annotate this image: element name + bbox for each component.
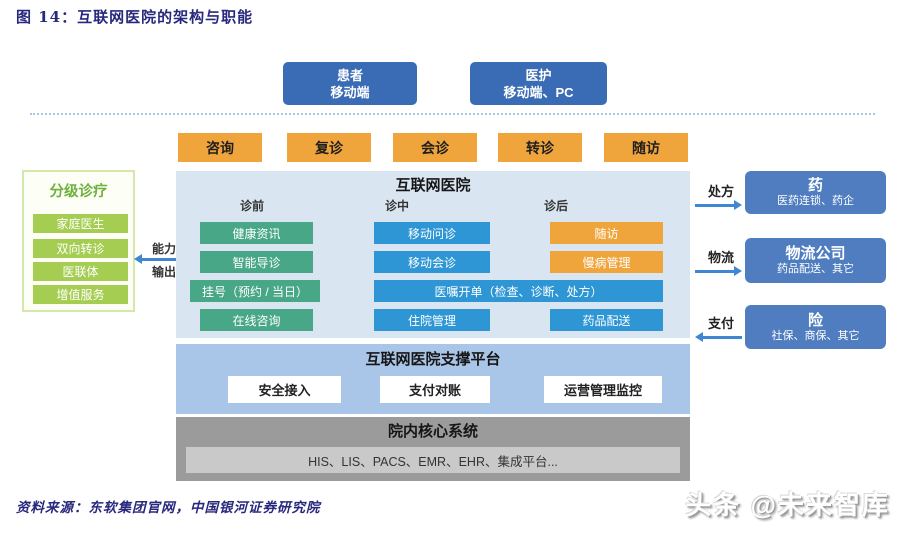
support-platform-title: 互联网医院支撑平台	[365, 351, 501, 368]
post-item-followup: 随访	[550, 222, 663, 244]
internet-hospital-title: 互联网医院	[395, 177, 471, 194]
partner-logistics-title: 物流公司	[785, 245, 846, 262]
arrow-line	[695, 203, 734, 207]
figure-title: 图 14：互联网医院的架构与职能	[16, 8, 254, 26]
service-box-consult: 咨询	[178, 133, 262, 162]
dashed-separator	[30, 113, 875, 115]
prescription-arrow	[695, 200, 742, 210]
arrow-right-icon	[734, 200, 742, 210]
figure-source: 资料来源：东软集团官网，中国银河证券研究院	[16, 500, 321, 516]
partner-box-logistics: 物流公司 药品配送、其它	[745, 238, 886, 283]
pre-item-smart-triage: 智能导诊	[200, 251, 313, 273]
core-systems-title: 院内核心系统	[387, 423, 478, 440]
patient-client-name: 患者	[336, 67, 363, 83]
hierarchical-item-value-added: 增值服务	[33, 285, 128, 304]
watermark: 头条 @未来智库	[685, 490, 890, 520]
partner-box-insurance: 险 社保、商保、其它	[745, 305, 886, 349]
pre-item-health-info: 健康资讯	[200, 222, 313, 244]
hierarchical-item-family-doctor: 家庭医生	[33, 214, 128, 233]
core-systems-list: HIS、LIS、PACS、EMR、EHR、集成平台...	[186, 447, 680, 473]
pre-item-registration: 挂号（预约 / 当日）	[190, 280, 320, 302]
flow-label-prescription: 处方	[707, 184, 734, 199]
patient-client-box: 患者 移动端	[283, 62, 417, 105]
partner-pharma-subtitle: 医药连锁、药企	[777, 195, 854, 207]
capability-arrow-label-bottom: 输出	[151, 265, 176, 279]
pre-item-online-consult: 在线咨询	[200, 309, 313, 331]
partner-insurance-subtitle: 社保、商保、其它	[771, 329, 860, 342]
arrow-left-icon	[695, 332, 703, 342]
post-item-chronic-mgmt: 慢病管理	[550, 251, 663, 273]
capability-output-arrow	[134, 254, 180, 264]
hierarchical-care-panel: 分级诊疗 家庭医生 双向转诊 医联体 增值服务	[22, 170, 135, 312]
arrow-line	[695, 269, 734, 273]
mid-item-mobile-inquiry: 移动问诊	[374, 222, 490, 244]
service-box-followup: 随访	[604, 133, 688, 162]
arrow-left-icon	[134, 254, 142, 264]
logistics-arrow	[695, 266, 742, 276]
service-box-joint-consult: 会诊	[393, 133, 477, 162]
support-platform-panel: 互联网医院支撑平台 安全接入 支付对账 运营管理监控	[176, 344, 690, 414]
flow-label-logistics: 物流	[707, 250, 734, 265]
mid-item-inpatient-mgmt: 住院管理	[374, 309, 490, 331]
staff-client-name: 医护	[525, 67, 552, 83]
platform-item-payment-reconciliation: 支付对账	[380, 376, 490, 403]
staff-client-channel: 移动端、PC	[503, 84, 574, 100]
internet-hospital-panel: 互联网医院 诊前 诊中 诊后 健康资讯 智能导诊 挂号（预约 / 当日） 在线咨…	[176, 171, 690, 338]
staff-client-box: 医护 移动端、PC	[470, 62, 607, 105]
partner-insurance-title: 险	[807, 311, 823, 329]
arrow-line	[703, 335, 742, 339]
service-box-referral: 转诊	[498, 133, 582, 162]
hierarchical-care-title: 分级诊疗	[49, 184, 108, 200]
mid-item-medical-orders: 医嘱开单（检查、诊断、处方）	[374, 280, 663, 302]
partner-box-pharma: 药 医药连锁、药企	[745, 171, 886, 214]
core-systems-panel: 院内核心系统 HIS、LIS、PACS、EMR、EHR、集成平台...	[176, 417, 690, 481]
partner-pharma-title: 药	[807, 177, 823, 194]
stage-label-pre: 诊前	[239, 199, 264, 213]
stage-label-mid: 诊中	[384, 199, 409, 213]
patient-client-channel: 移动端	[330, 84, 370, 100]
mid-item-mobile-consult: 移动会诊	[374, 251, 490, 273]
service-box-revisit: 复诊	[287, 133, 371, 162]
post-item-drug-delivery: 药品配送	[550, 309, 663, 331]
hierarchical-item-two-way-referral: 双向转诊	[33, 239, 128, 258]
platform-item-ops-monitoring: 运营管理监控	[544, 376, 662, 403]
hierarchical-item-medical-alliance: 医联体	[33, 262, 128, 281]
arrow-right-icon	[734, 266, 742, 276]
arrow-line	[142, 257, 180, 261]
flow-label-payment: 支付	[707, 316, 734, 331]
stage-label-post: 诊后	[543, 199, 568, 213]
partner-logistics-subtitle: 药品配送、其它	[777, 263, 854, 275]
payment-arrow	[695, 332, 742, 342]
platform-item-secure-access: 安全接入	[228, 376, 341, 403]
capability-arrow-label-top: 能力	[151, 242, 176, 256]
